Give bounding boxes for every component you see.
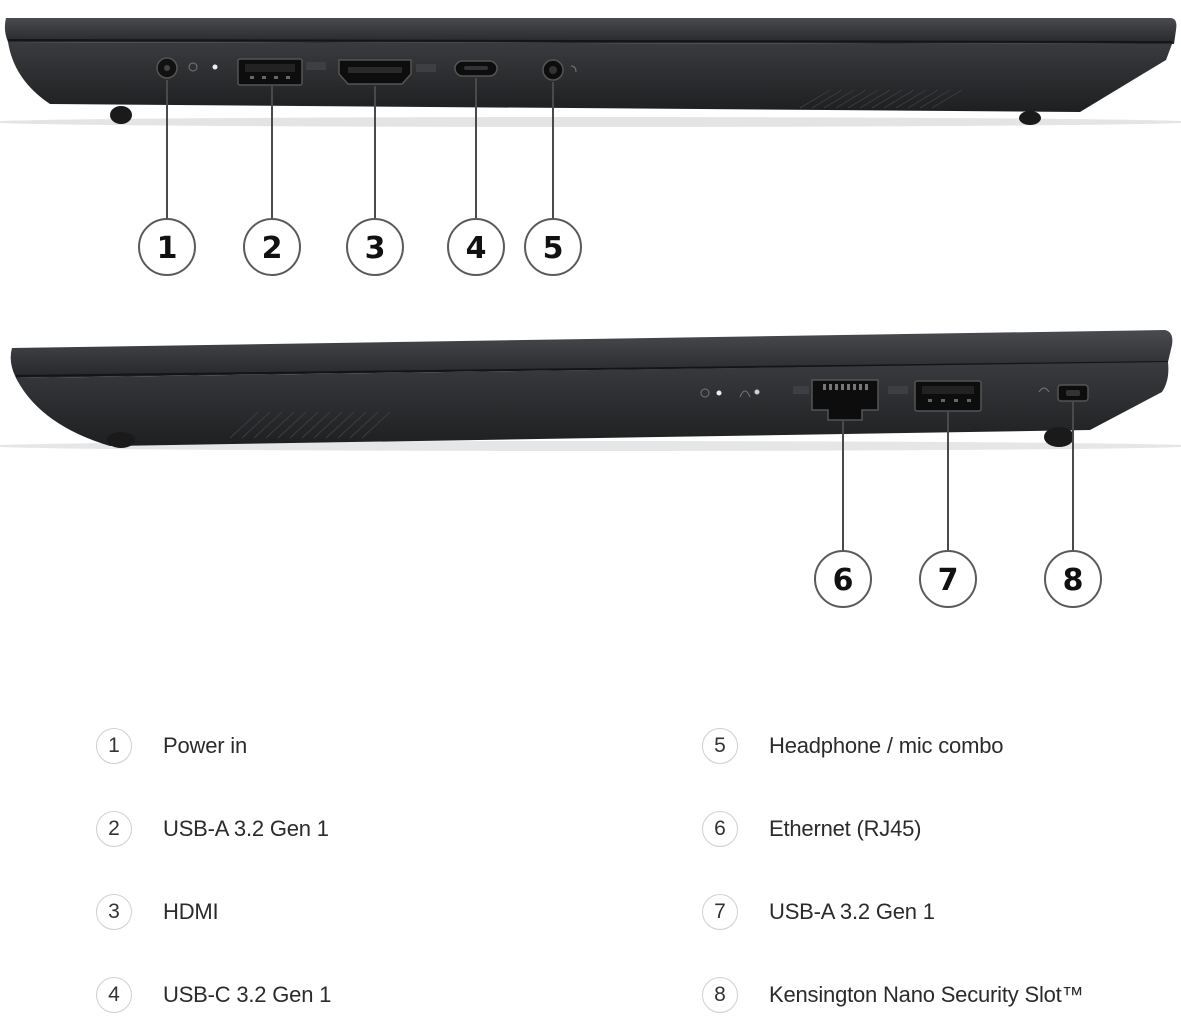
- callout-1-number: 1: [157, 231, 178, 266]
- legend-number-badge: 1: [96, 728, 132, 764]
- right-side-view: [0, 330, 1181, 451]
- legend-number-badge: 8: [702, 977, 738, 1013]
- power-in-port: [156, 57, 218, 79]
- legend-number-badge: 6: [702, 811, 738, 847]
- legend-label: HDMI: [163, 899, 219, 924]
- legend-number-badge: 7: [702, 894, 738, 930]
- callout-5: 5: [524, 218, 582, 276]
- usb-a-port: [237, 58, 326, 86]
- legend-item-5: 5 Headphone / mic combo: [702, 726, 1003, 766]
- callout-5-number: 5: [543, 231, 564, 266]
- leader-lines-top: [166, 78, 554, 218]
- legend-label: USB-A 3.2 Gen 1: [769, 899, 935, 924]
- callout-6: 6: [814, 550, 872, 608]
- legend-item-2: 2 USB-A 3.2 Gen 1: [96, 809, 329, 849]
- legend-item-7: 7 USB-A 3.2 Gen 1: [702, 892, 935, 932]
- legend-number-badge: 5: [702, 728, 738, 764]
- legend-number-badge: 2: [96, 811, 132, 847]
- callout-6-number: 6: [833, 563, 854, 598]
- legend-label: Power in: [163, 733, 247, 758]
- legend-item-4: 4 USB-C 3.2 Gen 1: [96, 975, 331, 1015]
- legend-item-6: 6 Ethernet (RJ45): [702, 809, 921, 849]
- legend-number-badge: 4: [96, 977, 132, 1013]
- callout-4-number: 4: [466, 231, 487, 266]
- callout-2: 2: [243, 218, 301, 276]
- callout-7-number: 7: [938, 563, 959, 598]
- legend-item-3: 3 HDMI: [96, 892, 219, 932]
- callout-3-number: 3: [365, 231, 386, 266]
- callout-8: 8: [1044, 550, 1102, 608]
- usb-c-port: [454, 60, 498, 77]
- headphone-jack-port: [542, 59, 577, 81]
- callout-4: 4: [447, 218, 505, 276]
- usb-a-port-right: [888, 380, 982, 412]
- legend-label: USB-C 3.2 Gen 1: [163, 982, 332, 1007]
- legend-label: Kensington Nano Security Slot™: [769, 982, 1084, 1007]
- callout-1: 1: [138, 218, 196, 276]
- legend-number-badge: 3: [96, 894, 132, 930]
- legend-label: Ethernet (RJ45): [769, 816, 922, 841]
- hdmi-port: [338, 59, 436, 85]
- left-side-view: [0, 18, 1181, 127]
- legend-item-8: 8 Kensington Nano Security Slot™: [702, 975, 1084, 1015]
- legend-label: USB-A 3.2 Gen 1: [163, 816, 329, 841]
- legend-item-1: 1 Power in: [96, 726, 247, 766]
- leader-lines-bottom: [842, 401, 1074, 550]
- ethernet-port: [793, 379, 879, 421]
- callout-3: 3: [346, 218, 404, 276]
- callout-7: 7: [919, 550, 977, 608]
- callout-8-number: 8: [1063, 563, 1084, 598]
- legend-label: Headphone / mic combo: [769, 733, 1004, 758]
- laptop-ports-diagram: 1 2 3 4 5: [0, 18, 1181, 608]
- callout-2-number: 2: [262, 231, 283, 266]
